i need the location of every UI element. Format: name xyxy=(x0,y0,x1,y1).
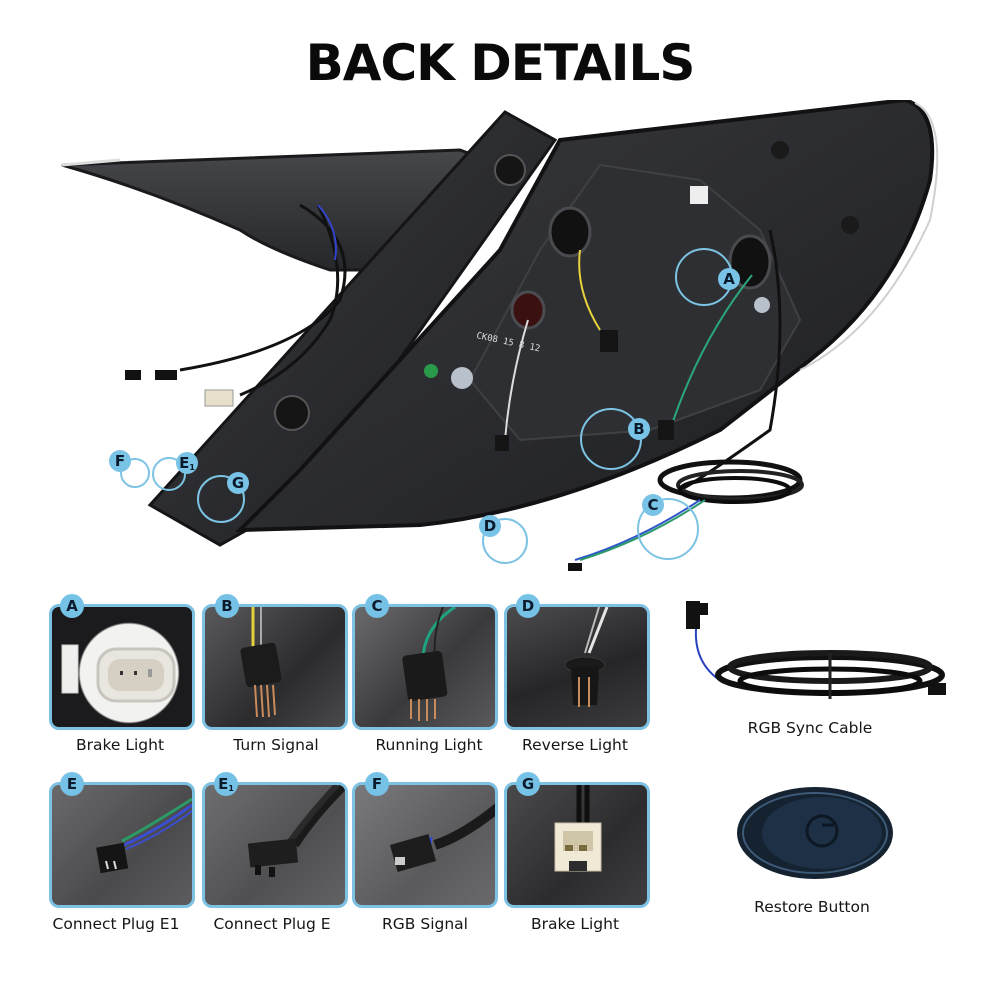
callout-badge-f: F xyxy=(109,450,131,472)
connect-plug-e1-icon xyxy=(96,797,192,874)
card-label-brake-light-2: Brake Light xyxy=(530,915,620,933)
callout-badge-g: G xyxy=(227,472,249,494)
tail-light-back-diagram: CK08 15 8 12 A B C D E E1 F G xyxy=(0,100,1000,685)
callout-ring-g xyxy=(197,475,245,523)
detail-card-e xyxy=(49,782,195,908)
detail-card-f xyxy=(352,782,498,908)
detail-card-e1 xyxy=(202,782,348,908)
callout-ring-e1 xyxy=(152,457,186,491)
card-badge-d: D xyxy=(516,594,540,618)
card-label-connect-plug-e: Connect Plug E xyxy=(213,915,331,933)
callout-badge-b: B xyxy=(628,418,650,440)
tail-light-housing-illustration: CK08 15 8 12 xyxy=(61,100,939,571)
restore-button-image xyxy=(730,785,900,885)
callout-ring-b xyxy=(580,408,642,470)
detail-card-d xyxy=(504,604,650,730)
rgb-sync-cable-image xyxy=(680,595,960,705)
detail-card-g xyxy=(504,782,650,908)
callout-ring-f xyxy=(120,458,150,488)
callout-badge-d: D xyxy=(479,515,501,537)
card-label-reverse-light: Reverse Light xyxy=(522,736,628,754)
card-label-connect-plug-e1: Connect Plug E1 xyxy=(52,915,180,933)
reverse-light-socket-icon xyxy=(564,607,609,707)
detail-card-b xyxy=(202,604,348,730)
detail-card-c xyxy=(352,604,498,730)
card-badge-f: F xyxy=(365,772,389,796)
card-label-running-light: Running Light xyxy=(375,736,483,754)
card-label-rgb-signal: RGB Signal xyxy=(382,915,468,933)
card-badge-e: E xyxy=(60,772,84,796)
connect-plug-e-icon xyxy=(247,785,345,877)
brake-light-plug-icon xyxy=(554,785,602,872)
card-badge-a: A xyxy=(60,594,84,618)
running-light-socket-icon xyxy=(402,607,456,721)
callout-badge-c: C xyxy=(642,494,664,516)
card-badge-b: B xyxy=(215,594,239,618)
turn-signal-socket-icon xyxy=(240,607,282,718)
callout-ring-d xyxy=(482,518,528,564)
rgb-signal-plug-icon xyxy=(389,803,495,872)
callout-badge-e1: E1 xyxy=(176,452,198,474)
rgb-sync-cable-icon xyxy=(686,601,946,699)
brake-light-connector-icon xyxy=(61,644,176,703)
page-title: BACK DETAILS xyxy=(305,34,696,92)
callout-ring-c xyxy=(637,498,699,560)
rgb-sync-cable-label: RGB Sync Cable xyxy=(747,719,873,737)
card-badge-c: C xyxy=(365,594,389,618)
detail-card-a xyxy=(49,604,195,730)
card-badge-e1: E1 xyxy=(214,772,238,796)
restore-button-label: Restore Button xyxy=(754,898,870,916)
card-badge-g: G xyxy=(516,772,540,796)
card-label-turn-signal: Turn Signal xyxy=(233,736,319,754)
restore-button-icon xyxy=(737,787,893,879)
card-label-brake-light: Brake Light xyxy=(75,736,165,754)
callout-badge-a: A xyxy=(718,268,740,290)
